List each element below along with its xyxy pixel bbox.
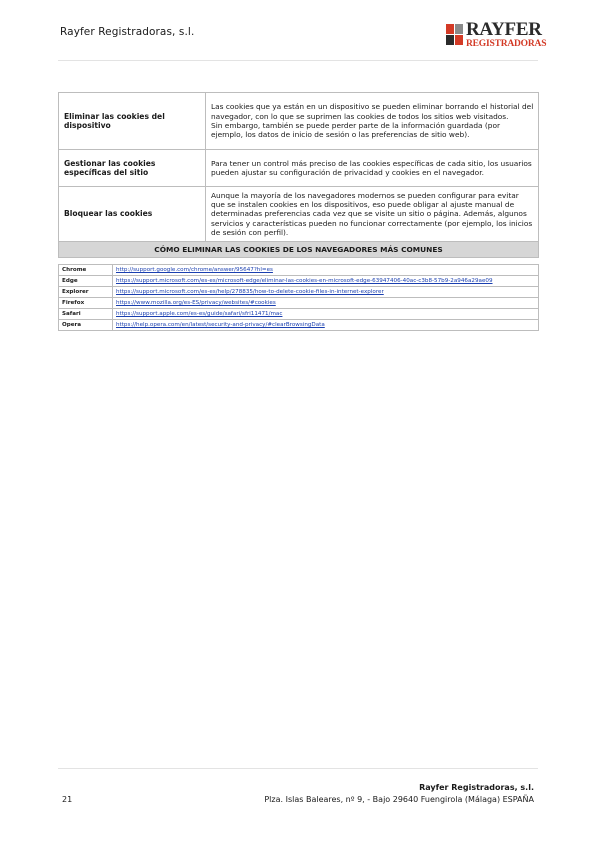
browser-name-safari: Safari xyxy=(58,308,113,320)
row-value-text: Las cookies que ya están en un dispositi… xyxy=(211,102,534,140)
row-value: Para tener un control más preciso de las… xyxy=(205,149,539,187)
logo-wordmark: RAYFER xyxy=(466,19,542,40)
browser-links-table: Chrome http://support.google.com/chrome/… xyxy=(58,264,539,331)
browser-link-cell: https://support.microsoft.com/es-es/help… xyxy=(112,286,539,298)
browser-link-cell: https://www.mozilla.org/es-ES/privacy/we… xyxy=(112,297,539,309)
browser-name-firefox: Firefox xyxy=(58,297,113,309)
row-value: Las cookies que ya están en un dispositi… xyxy=(205,92,539,150)
cookie-management-table: Eliminar las cookies del dispositivo Las… xyxy=(58,92,539,258)
table-row: Bloquear las cookies Aunque la mayoría d… xyxy=(58,186,539,242)
section-heading-row: CÓMO ELIMINAR LAS COOKIES DE LOS NAVEGAD… xyxy=(58,241,539,258)
row-key: Gestionar las cookies específicas del si… xyxy=(58,149,206,187)
table-row: Edge https://support.microsoft.com/es-es… xyxy=(58,275,539,287)
browser-link-explorer[interactable]: https://support.microsoft.com/es-es/help… xyxy=(116,289,384,295)
table-row: Explorer https://support.microsoft.com/e… xyxy=(58,286,539,298)
row-value: Aunque la mayoría de los navegadores mod… xyxy=(205,186,539,242)
table-row: Safari https://support.apple.com/es-es/g… xyxy=(58,308,539,320)
footer-divider xyxy=(58,768,538,769)
header-divider xyxy=(58,60,538,61)
browser-link-cell: https://help.opera.com/en/latest/securit… xyxy=(112,319,539,331)
browser-link-opera[interactable]: https://help.opera.com/en/latest/securit… xyxy=(116,322,325,328)
browser-name-chrome: Chrome xyxy=(58,264,113,276)
section-heading: CÓMO ELIMINAR LAS COOKIES DE LOS NAVEGAD… xyxy=(58,241,539,258)
browser-link-edge[interactable]: https://support.microsoft.com/es-es/micr… xyxy=(116,278,493,284)
browser-name-opera: Opera xyxy=(58,319,113,331)
rayfer-logo: RAYFER REGISTRADORAS xyxy=(446,20,546,52)
header-company-name: Rayfer Registradoras, s.l. xyxy=(60,26,195,38)
table-row: Firefox https://www.mozilla.org/es-ES/pr… xyxy=(58,297,539,309)
browser-name-edge: Edge xyxy=(58,275,113,287)
page-number: 21 xyxy=(62,795,73,804)
browser-link-chrome[interactable]: http://support.google.com/chrome/answer/… xyxy=(116,267,273,273)
browser-link-firefox[interactable]: https://www.mozilla.org/es-ES/privacy/we… xyxy=(116,300,276,306)
browser-link-cell: https://support.apple.com/es-es/guide/sa… xyxy=(112,308,539,320)
logo-subtitle: REGISTRADORAS xyxy=(466,39,547,49)
footer-address: Plza. Islas Baleares, nº 9, - Bajo 29640… xyxy=(264,795,534,804)
footer-company-name: Rayfer Registradoras, s.l. xyxy=(419,783,534,792)
browser-name-explorer: Explorer xyxy=(58,286,113,298)
row-key: Bloquear las cookies xyxy=(58,186,206,242)
table-row: Gestionar las cookies específicas del si… xyxy=(58,149,539,187)
browser-link-cell: http://support.google.com/chrome/answer/… xyxy=(112,264,539,276)
table-row: Chrome http://support.google.com/chrome/… xyxy=(58,264,539,276)
table-row: Opera https://help.opera.com/en/latest/s… xyxy=(58,319,539,331)
table-row: Eliminar las cookies del dispositivo Las… xyxy=(58,92,539,150)
browser-link-cell: https://support.microsoft.com/es-es/micr… xyxy=(112,275,539,287)
logo-squares-icon xyxy=(446,24,464,46)
browser-link-safari[interactable]: https://support.apple.com/es-es/guide/sa… xyxy=(116,311,283,317)
row-key: Eliminar las cookies del dispositivo xyxy=(58,92,206,150)
